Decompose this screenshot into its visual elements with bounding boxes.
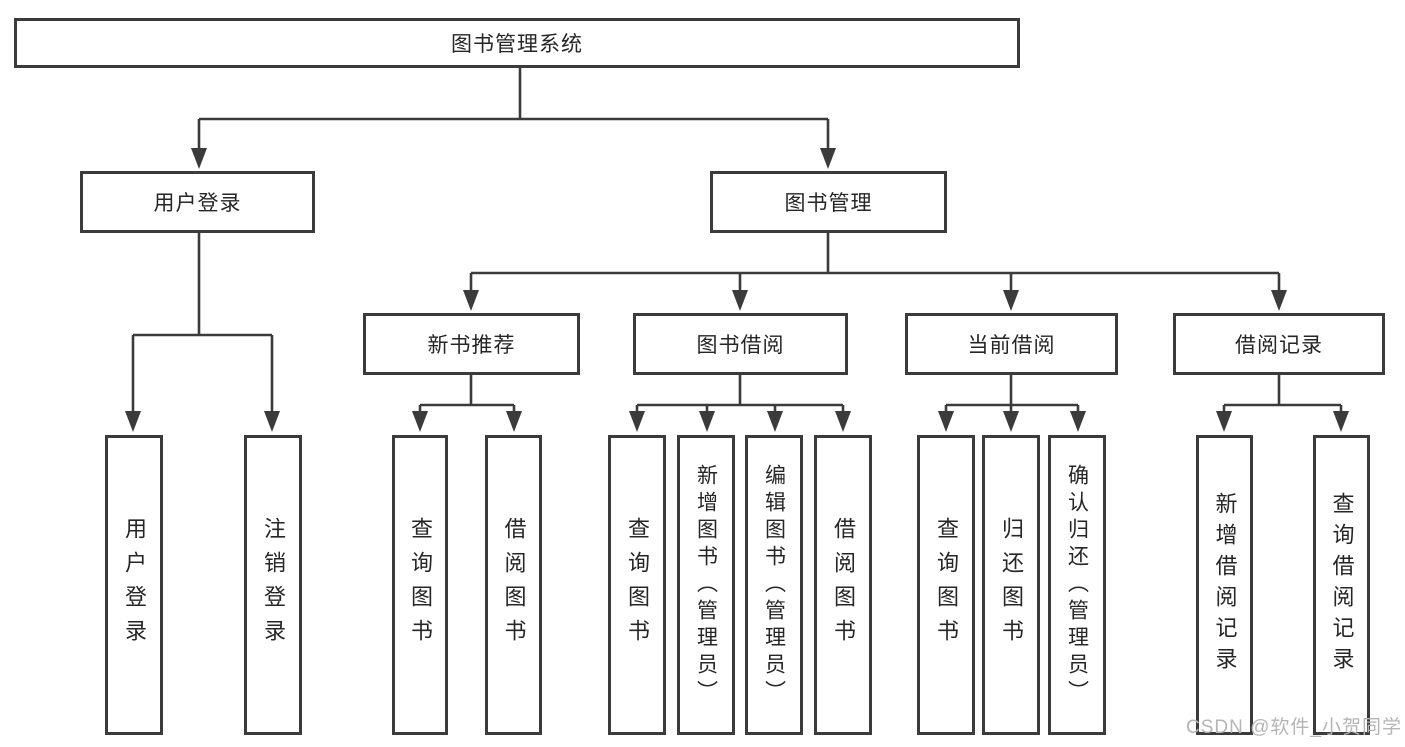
leaf-label: 借阅图书 bbox=[831, 517, 856, 653]
leaf-label: 查询图书 bbox=[625, 517, 650, 653]
leaf-add-book-admin: 新增图书（管理员） bbox=[677, 435, 735, 735]
leaf-label: 新增借阅记录 bbox=[1212, 492, 1238, 678]
leaf-query-books-recommend: 查询图书 bbox=[392, 435, 448, 735]
leaf-label: 新增图书（管理员） bbox=[694, 463, 718, 707]
node-library-management-system: 图书管理系统 bbox=[14, 18, 1020, 68]
leaf-label: 查询图书 bbox=[934, 517, 959, 653]
connector-current-borrow-split bbox=[944, 375, 1080, 413]
node-user-login: 用户登录 bbox=[80, 171, 315, 233]
node-book-management: 图书管理 bbox=[710, 171, 947, 233]
leaf-query-books-borrow: 查询图书 bbox=[608, 435, 666, 735]
leaf-label: 用户登录 bbox=[122, 517, 147, 653]
connector-new-book-rec-split bbox=[418, 375, 516, 413]
leaf-query-books-current: 查询图书 bbox=[917, 435, 975, 735]
connector-user-login-split bbox=[131, 233, 274, 413]
leaf-confirm-return-admin: 确认归还（管理员） bbox=[1048, 435, 1106, 735]
leaf-logout: 注销登录 bbox=[244, 435, 302, 735]
node-new-book-recommend: 新书推荐 bbox=[363, 313, 580, 375]
leaf-label: 借阅图书 bbox=[501, 517, 527, 653]
connector-borrow-records-split bbox=[1222, 375, 1343, 413]
leaf-user-login: 用户登录 bbox=[105, 435, 163, 735]
csdn-watermark: CSDN @软件_小贺同学 bbox=[1186, 717, 1402, 738]
connector-book-borrow-split bbox=[635, 375, 845, 413]
leaf-label: 查询借阅记录 bbox=[1329, 492, 1355, 678]
leaf-label: 查询图书 bbox=[408, 517, 433, 653]
node-borrow-records: 借阅记录 bbox=[1173, 313, 1385, 375]
leaf-edit-book-admin: 编辑图书（管理员） bbox=[745, 435, 803, 735]
leaf-borrow-books-recommend: 借阅图书 bbox=[485, 435, 542, 735]
leaf-query-borrow-record: 查询借阅记录 bbox=[1313, 435, 1370, 735]
leaf-add-borrow-record: 新增借阅记录 bbox=[1196, 435, 1253, 735]
connector-book-mgmt-to-level3 bbox=[469, 233, 1281, 292]
leaf-label: 注销登录 bbox=[261, 517, 286, 653]
leaf-return-book: 归还图书 bbox=[982, 435, 1040, 735]
node-book-borrow: 图书借阅 bbox=[633, 313, 848, 375]
leaf-borrow-books: 借阅图书 bbox=[814, 435, 872, 735]
leaf-label: 归还图书 bbox=[999, 517, 1024, 653]
leaf-label: 确认归还（管理员） bbox=[1065, 463, 1089, 707]
node-current-borrow: 当前借阅 bbox=[905, 313, 1118, 375]
connector-root-to-level2 bbox=[197, 66, 830, 150]
leaf-label: 编辑图书（管理员） bbox=[762, 463, 786, 707]
